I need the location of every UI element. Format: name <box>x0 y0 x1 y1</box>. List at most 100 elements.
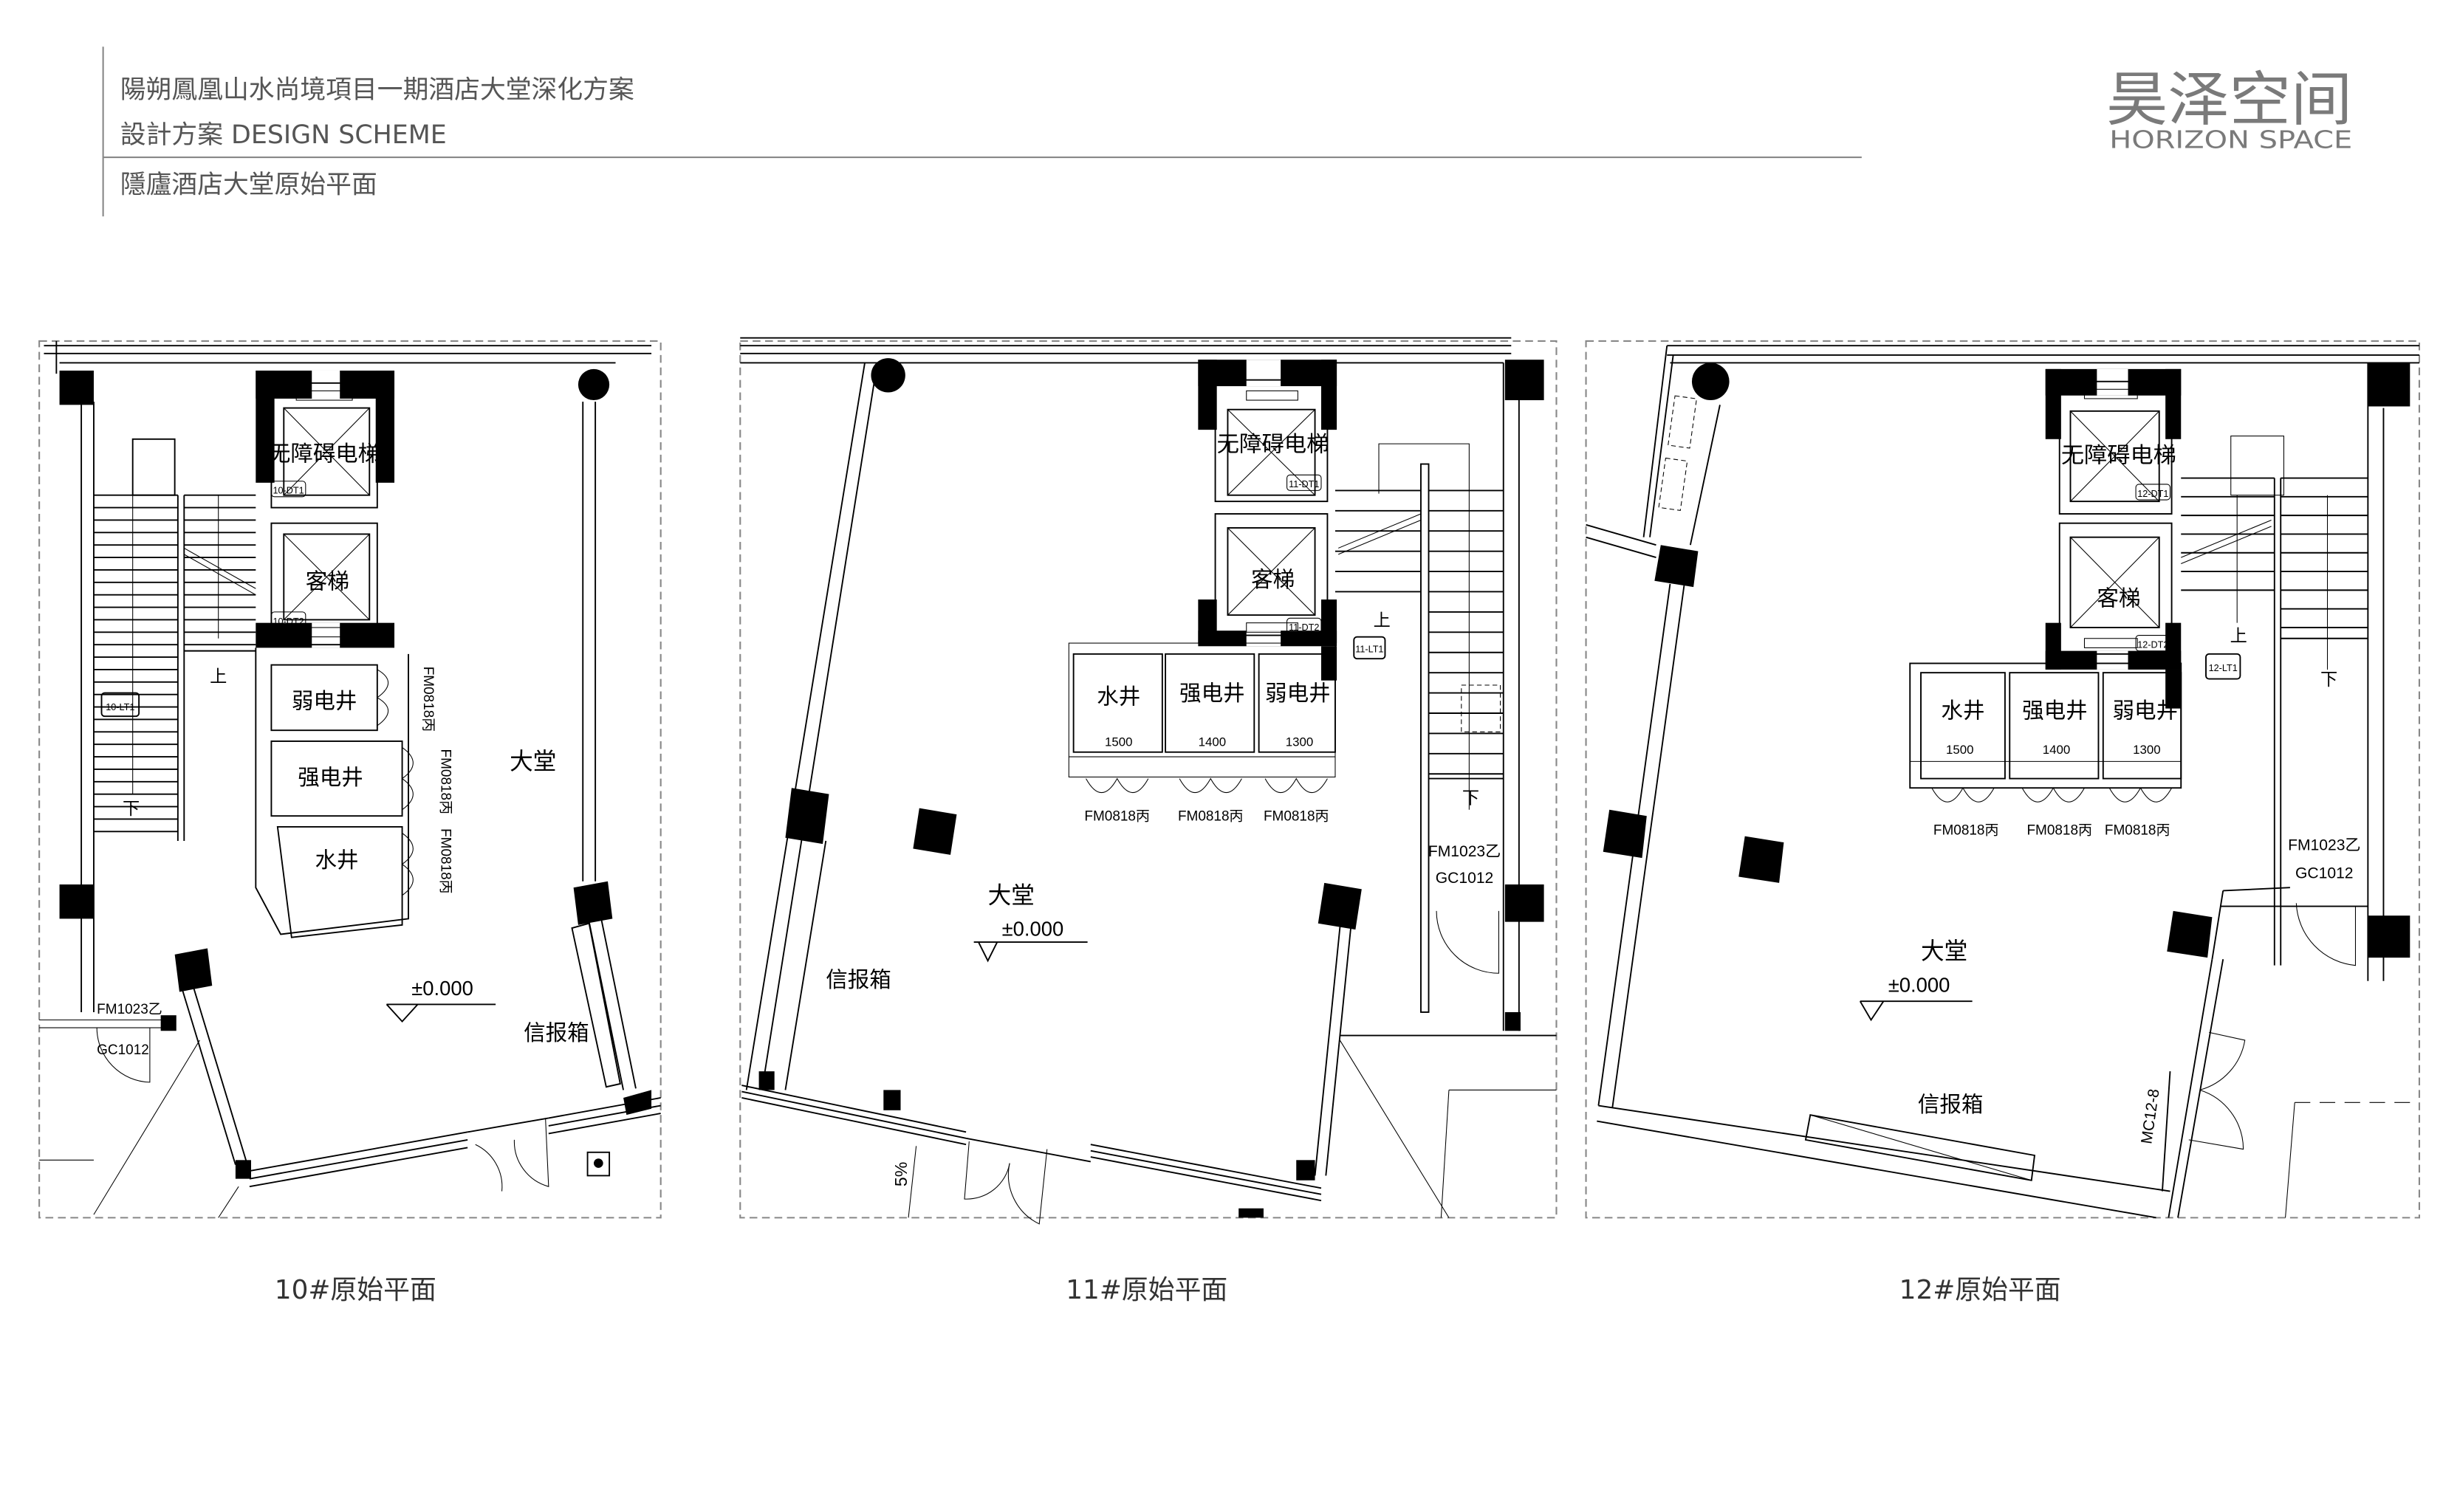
water-shaft-label: 水井 <box>315 848 358 873</box>
dimension-water: 1500 <box>1946 743 1974 757</box>
floor-plan-11: 11-LT1 上 下 FM1023乙 GC1012 无障碍电梯 客梯 <box>739 337 1558 1305</box>
stair-up-label: 上 <box>2230 626 2247 645</box>
weak-current-shaft-label: 弱电井 <box>2112 698 2178 723</box>
stair-tag: 12-LT1 <box>2209 663 2238 673</box>
elevator-core-12: 无障碍电梯 客梯 12-DT1 12-DT2 <box>2045 368 2182 670</box>
shafts-10: 弱电井 强电井 水井 FM0818丙 FM0818丙 FM0818丙 <box>255 647 453 938</box>
dimension-water: 1500 <box>1105 735 1133 749</box>
logo-english: HORIZON SPACE <box>2109 126 2352 154</box>
entry-panels-12 <box>1658 395 1697 511</box>
mailbox-label: 信报箱 <box>1918 1093 1984 1117</box>
door-label-strong: FM0818丙 <box>2026 823 2092 839</box>
plan-frame <box>739 340 1558 1219</box>
dimension-weak: 1300 <box>1286 735 1314 749</box>
door-label-weak: FM0818丙 <box>420 667 436 732</box>
title-block: 陽朔鳳凰山水尚境項目一期酒店大堂深化方案 設計方案 DESIGN SCHEME … <box>102 47 1862 217</box>
elevation-label: ±0.000 <box>411 977 473 1000</box>
stair-10: 10-LT1 上 下 <box>93 438 256 841</box>
water-shaft-label: 水井 <box>1097 684 1140 709</box>
accessible-elevator-label: 无障碍电梯 <box>2061 443 2176 467</box>
stair-down-label: 下 <box>123 799 140 818</box>
lobby-label: 大堂 <box>510 748 556 774</box>
window-label: GC1012 <box>97 1042 149 1058</box>
slope-label: 5% <box>891 1162 911 1187</box>
mailbox-label: 信报箱 <box>524 1021 589 1045</box>
door-label-strong: FM0818丙 <box>437 749 453 815</box>
logo-chinese: 昊泽空间 <box>2106 65 2352 134</box>
dimension-strong: 1400 <box>2043 743 2071 757</box>
door-label-weak: FM0818丙 <box>1264 809 1329 825</box>
stair-treads <box>2281 477 2368 628</box>
plan-caption: 12#原始平面 <box>1899 1275 2061 1305</box>
stair-down-label: 下 <box>1462 788 1479 807</box>
fire-door-label: FM1023乙 <box>97 1002 162 1017</box>
lobby-annotations-11: 大堂 ±0.000 信报箱 5% <box>826 882 1088 1225</box>
stair-up-label: 上 <box>210 667 227 686</box>
exterior-walls <box>39 340 661 1218</box>
floor-plan-10: 10-LT1 上 下 无障碍电梯 客梯 10-DT1 10-DT2 <box>38 340 662 1305</box>
stair-treads <box>184 494 256 646</box>
mailbox-label: 信报箱 <box>826 968 891 992</box>
dimension-strong: 1400 <box>1199 735 1227 749</box>
strong-current-shaft-label: 强电井 <box>1179 681 1245 706</box>
elevator-tag-1: 12-DT1 <box>2137 489 2168 499</box>
accessible-elevator-label: 无障碍电梯 <box>1217 433 1329 457</box>
lobby-annotations-12: 大堂 ±0.000 信报箱 MC12-8 <box>1804 938 2246 1181</box>
plan-caption: 10#原始平面 <box>275 1275 436 1305</box>
window-label: GC1012 <box>2295 865 2354 882</box>
stair-tag: 11-LT1 <box>1355 645 1383 655</box>
structural-columns <box>1603 362 2411 958</box>
passenger-elevator-label: 客梯 <box>1251 568 1295 592</box>
elevation-label: ±0.000 <box>1888 974 1950 997</box>
passenger-elevator-label: 客梯 <box>2097 586 2140 611</box>
lobby-label: 大堂 <box>1921 938 1967 964</box>
sheet-title: 隱廬酒店大堂原始平面 <box>120 171 377 200</box>
weak-current-shaft-label: 弱电井 <box>1265 681 1331 706</box>
elevator-tag-1: 10-DT1 <box>273 486 304 496</box>
stair-treads <box>1334 489 1421 593</box>
stair-12: 12-LT1 上 下 FM1023乙 GC1012 <box>2181 436 2368 966</box>
door-label-weak: FM0818丙 <box>2105 823 2170 839</box>
subtitle: 設計方案 DESIGN SCHEME <box>120 120 447 150</box>
fire-door-label: FM1023乙 <box>2288 837 2360 854</box>
stair-up-label: 上 <box>1374 611 1391 630</box>
plan-frame <box>38 340 662 1219</box>
shafts-11: 水井 强电井 弱电井 1500 1400 1300 FM0818丙 FM0818… <box>1068 642 1337 825</box>
stair-treads <box>93 494 178 833</box>
door-label-water: FM0818丙 <box>1084 809 1150 825</box>
structural-columns <box>758 358 1544 1218</box>
structural-columns <box>59 368 652 1179</box>
elevator-tag-2: 10-DT2 <box>273 616 304 627</box>
plan-frame <box>1585 340 2421 1219</box>
elevator-tag-2: 11-DT2 <box>1289 622 1319 633</box>
stair-treads <box>2181 477 2275 591</box>
stair-tag: 10-LT1 <box>106 702 134 712</box>
dimension-weak: 1300 <box>2133 743 2161 757</box>
stair-tag-box <box>100 692 140 718</box>
exterior-walls <box>740 337 1557 1218</box>
stair-11: 11-LT1 上 下 FM1023乙 GC1012 <box>1334 443 1504 1013</box>
lobby-annotations-10: 大堂 ±0.000 信报箱 FM1023乙 GC1012 <box>96 748 621 1192</box>
project-title: 陽朔鳳凰山水尚境項目一期酒店大堂深化方案 <box>120 75 634 105</box>
fire-door-label: FM1023乙 <box>1428 843 1501 860</box>
company-logo: 昊泽空间 HORIZON SPACE <box>2106 65 2352 154</box>
elevator-core-10: 无障碍电梯 客梯 10-DT1 10-DT2 <box>256 370 395 648</box>
passenger-elevator-label: 客梯 <box>306 569 349 594</box>
stair-down-label: 下 <box>2320 670 2337 689</box>
elevator-tag-1: 11-DT1 <box>1289 479 1319 489</box>
strong-current-shaft-label: 强电井 <box>298 766 363 790</box>
elevator-tag-2: 12-DT2 <box>2137 639 2168 650</box>
elevator-core-11: 无障碍电梯 客梯 11-DT1 11-DT2 <box>1198 360 1337 647</box>
window-label: GC1012 <box>1436 870 1494 887</box>
mailbox-icon <box>586 1151 611 1177</box>
plan-caption: 11#原始平面 <box>1066 1275 1227 1305</box>
elevation-label: ±0.000 <box>1002 918 1064 941</box>
exterior-walls <box>1586 345 2419 1219</box>
strong-current-shaft-label: 强电井 <box>2022 698 2088 723</box>
stair-treads <box>1428 489 1504 775</box>
door-label-water: FM0818丙 <box>437 828 453 894</box>
door-label-water: FM0818丙 <box>1933 823 1999 839</box>
door-label-strong: FM0818丙 <box>1178 809 1244 825</box>
water-shaft-label: 水井 <box>1941 698 1984 723</box>
